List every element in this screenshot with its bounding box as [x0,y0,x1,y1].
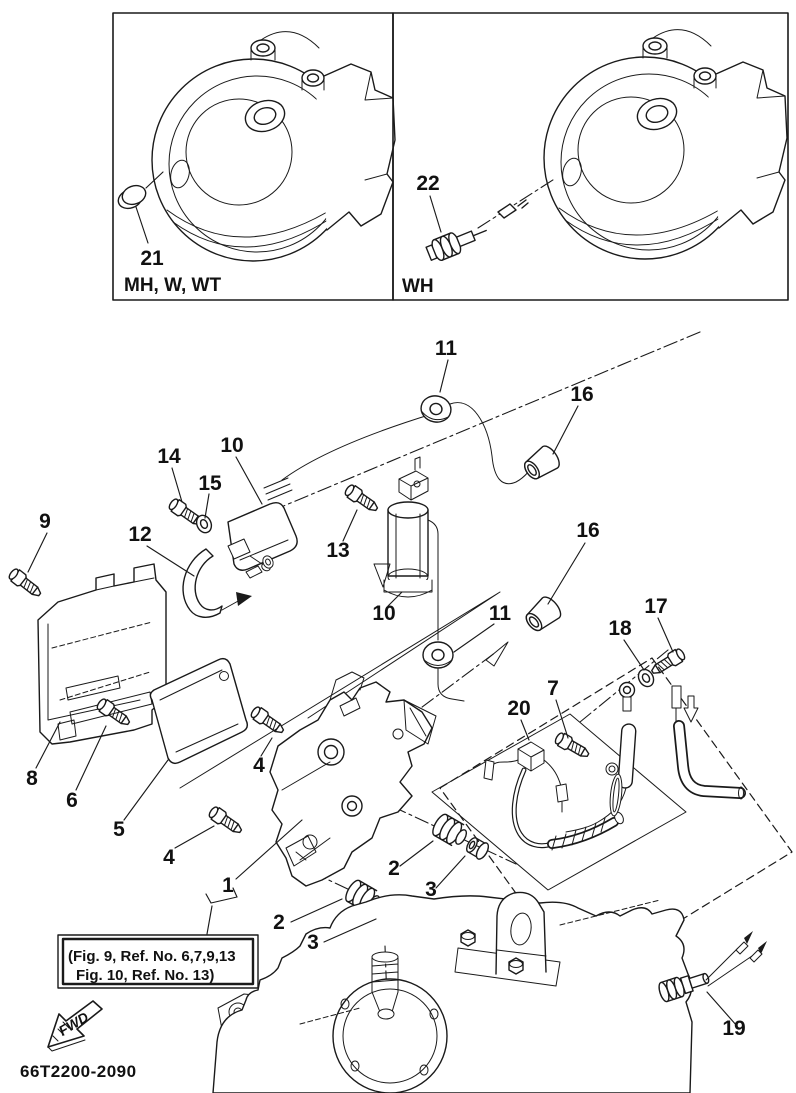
part-1-bracket-plate [269,671,437,887]
callout-22: 22 [416,172,439,195]
callout-9: 9 [39,510,51,533]
part-10-ignition-coil-lower [373,456,439,641]
part-3-collar-a [463,834,492,862]
part-16-cap-upper [519,442,564,485]
plug-wire-lower [437,668,465,702]
callout-1: 1 [222,874,234,897]
callout-10a: 10 [220,434,243,457]
lighting-coil-wires [565,681,746,833]
panel-wh [392,12,789,301]
callout-19: 19 [722,1017,745,1040]
note-line-2: Fig. 10, Ref. No. 13) [76,967,214,984]
flywheel-cover-right [543,28,788,260]
wire-tip-cone [485,641,509,667]
callout-3a: 3 [425,878,437,901]
part-8-bracket [37,563,167,745]
callout-15: 15 [198,472,222,495]
harness-outline-box [431,713,687,891]
lighting-coil-dashed-box [439,657,793,983]
callout-2b: 2 [273,911,285,934]
note-box: (Fig. 9, Ref. No. 6,7,9,13 Fig. 10, Ref.… [57,934,259,989]
callout-7: 7 [547,677,559,700]
part-20-wire-lead [483,741,624,851]
callout-20: 20 [507,697,530,720]
callout-11b: 11 [489,602,512,625]
part-21-plug [117,184,147,210]
part-19-spark-plug [658,931,767,1003]
flywheel-cover-left [151,30,396,262]
note-line-1: (Fig. 9, Ref. No. 6,7,9,13 [68,948,236,965]
washer-15 [193,512,215,536]
drawing-code: 66T2200-2090 [20,1062,137,1081]
callout-13: 13 [326,539,349,562]
screw-4b [206,804,246,838]
callout-11a: 11 [435,337,458,360]
callout-10b: 10 [372,602,395,625]
callout-4b: 4 [163,846,175,869]
leader-21 [135,171,164,244]
part-22-tool [425,229,487,262]
callout-5: 5 [113,818,125,841]
callout-3b: 3 [307,931,319,954]
screw-9 [6,566,45,601]
callout-8: 8 [26,767,38,790]
screw-13 [342,482,382,516]
fwd-arrow: FWD [47,1000,103,1052]
callout-4a: 4 [253,754,265,777]
callout-2a: 2 [388,857,400,880]
engine-block [212,891,693,1093]
leader-lines [27,359,738,1027]
part-16-cap-lower [520,593,565,637]
callout-16b: 16 [576,519,599,542]
plug-wire-upper [449,402,531,485]
variant-label-left: MH, W, WT [124,275,221,296]
part-12-coil-bracket [182,548,263,618]
part-11-grommet-lower [422,641,454,669]
axis-22 [477,177,557,229]
callout-21: 21 [140,247,164,270]
screw-4a [248,704,288,738]
variant-label-right: WH [402,276,434,297]
callout-17: 17 [644,595,667,618]
assembly-axis-main [249,331,701,521]
leader-22 [429,195,442,233]
callout-labels: 21 22 9 14 15 10 12 13 11 16 16 10 11 17… [26,172,746,1040]
part-22-connector [497,199,529,219]
callout-14: 14 [157,445,181,468]
screw-7 [552,730,593,762]
part-10-ignition-coil-upper [227,413,433,572]
part-11-grommet-upper [417,392,455,426]
callout-6: 6 [66,789,78,812]
callout-12: 12 [128,523,151,546]
part-2-grommet-a [429,811,472,851]
callout-16a: 16 [570,383,593,406]
part-5-rectifier [149,657,249,765]
callout-18: 18 [608,617,632,640]
